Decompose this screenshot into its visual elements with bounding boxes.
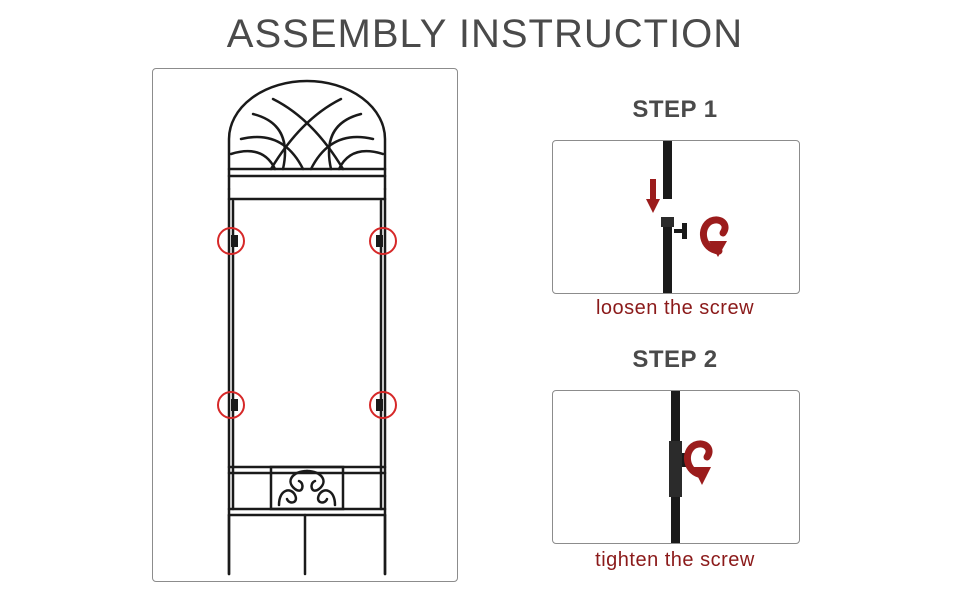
down-arrow-icon bbox=[646, 179, 660, 213]
step2-caption: tighten the screw bbox=[595, 549, 755, 571]
trellis-illustration bbox=[217, 79, 397, 576]
trellis-arch bbox=[227, 79, 387, 191]
page-title: ASSEMBLY INSTRUCTION bbox=[226, 12, 744, 56]
trellis-panel bbox=[152, 68, 458, 582]
step1-panel bbox=[552, 140, 800, 294]
step1-caption: loosen the screw bbox=[595, 297, 755, 319]
rotate-arrow-icon bbox=[700, 216, 729, 257]
connector-highlight-bottom-right bbox=[369, 391, 397, 419]
rotate-arrow-icon bbox=[684, 440, 713, 485]
connector-highlight-top-right bbox=[369, 227, 397, 255]
step1-illustration bbox=[646, 141, 729, 293]
step2-illustration bbox=[669, 391, 713, 543]
step2-heading: STEP 2 bbox=[632, 346, 718, 373]
step1-heading: STEP 1 bbox=[632, 96, 718, 123]
connector-highlight-top-left bbox=[217, 227, 245, 255]
step2-panel bbox=[552, 390, 800, 544]
connector-highlight-bottom-left bbox=[217, 391, 245, 419]
trellis-scroll-box bbox=[269, 465, 345, 511]
